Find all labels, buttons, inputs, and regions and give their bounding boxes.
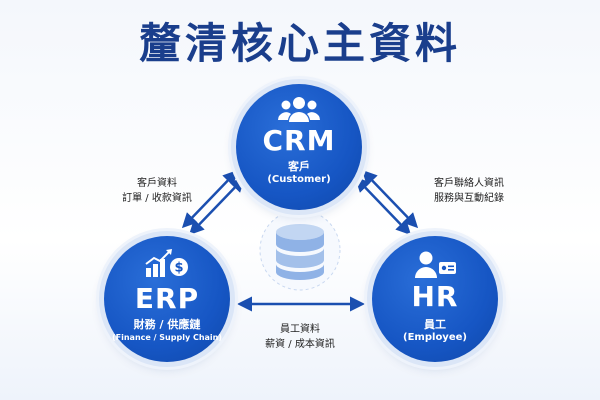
erp-english-label: (Finance / Supply Chain) [111, 333, 223, 342]
employee-id-icon [372, 250, 498, 278]
bar-chart-dollar-icon: $ [104, 248, 230, 278]
hr-subtitle: 員工 [424, 318, 446, 331]
erp-subtitle: 財務 / 供應鏈 [133, 318, 201, 331]
database-icon [259, 209, 341, 291]
edge-crm-erp-line1: 客戶資料 [137, 178, 177, 189]
users-group-icon [236, 96, 362, 122]
crm-subtitle: 客戶 [288, 160, 310, 173]
edge-crm-hr-arrows [354, 169, 419, 236]
hr-title: HR [411, 280, 459, 313]
crm-title: CRM [262, 124, 336, 157]
node-erp: $ ERP 財務 / 供應鏈 (Finance / Supply Chain) [104, 236, 230, 362]
edge-crm-erp-line2: 訂單 / 收款資訊 [122, 193, 192, 204]
edge-label-crm-hr: 客戶聯絡人資訊 服務與互動紀錄 [414, 176, 524, 206]
svg-text:$: $ [174, 261, 183, 276]
edge-label-erp-hr: 員工資料 薪資 / 成本資訊 [255, 322, 345, 352]
erp-title: ERP [134, 282, 200, 315]
node-hr: HR 員工 (Employee) [372, 236, 498, 362]
edge-crm-erp-arrows [181, 169, 246, 236]
edge-label-crm-erp: 客戶資料 訂單 / 收款資訊 [112, 176, 202, 206]
page-title: 釐清核心主資料 [138, 19, 461, 68]
edge-crm-hr-line2: 服務與互動紀錄 [434, 193, 504, 204]
edge-crm-hr-line1: 客戶聯絡人資訊 [434, 178, 504, 189]
edge-erp-hr-line1: 員工資料 [280, 324, 320, 335]
edge-erp-hr-line2: 薪資 / 成本資訊 [265, 339, 335, 350]
node-crm: CRM 客戶 (Customer) [236, 84, 362, 210]
hr-english-label: (Employee) [403, 332, 467, 343]
crm-english-label: (Customer) [267, 174, 331, 185]
